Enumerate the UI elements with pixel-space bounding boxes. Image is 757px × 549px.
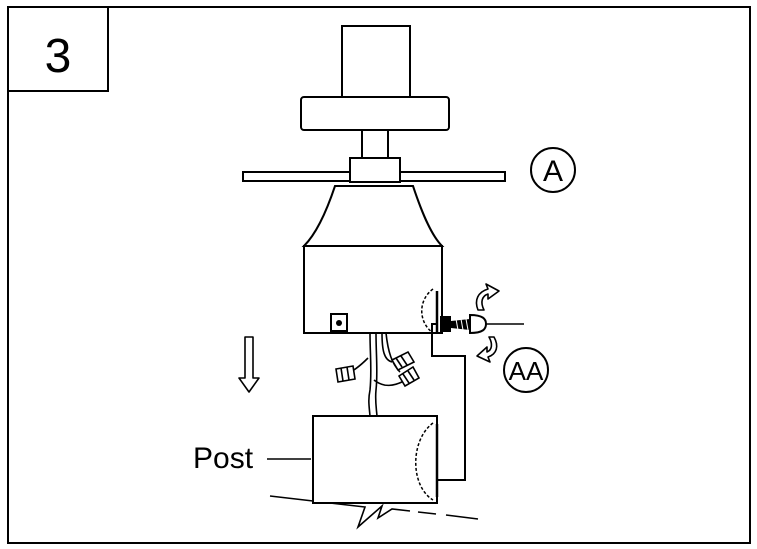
screw-icon: [440, 313, 524, 335]
ground-wire: [431, 323, 466, 481]
post: [312, 415, 439, 504]
curved-rotation-arrow-icon: [476, 336, 498, 363]
curved-rotation-arrow-icon: [475, 283, 500, 311]
wire-nut: [397, 365, 421, 388]
callout-aa: AA: [503, 347, 549, 393]
base-cutaway: [421, 288, 439, 334]
callout-a-label: A: [543, 155, 563, 188]
shelf-plate-a: [242, 157, 506, 183]
wire-nut: [335, 365, 356, 383]
callout-a: A: [530, 147, 576, 193]
wire-nut: [390, 350, 416, 372]
lamp-body: [300, 25, 450, 159]
down-arrow-icon: [238, 336, 260, 393]
callout-aa-label: AA: [509, 356, 544, 386]
lamp-base-housing: [303, 245, 443, 334]
post-label: Post: [193, 442, 254, 475]
step-number: 3: [45, 30, 72, 83]
ground-break-line: [269, 495, 479, 530]
step-number-box: 3: [7, 6, 109, 92]
terminal-block: [330, 313, 348, 332]
